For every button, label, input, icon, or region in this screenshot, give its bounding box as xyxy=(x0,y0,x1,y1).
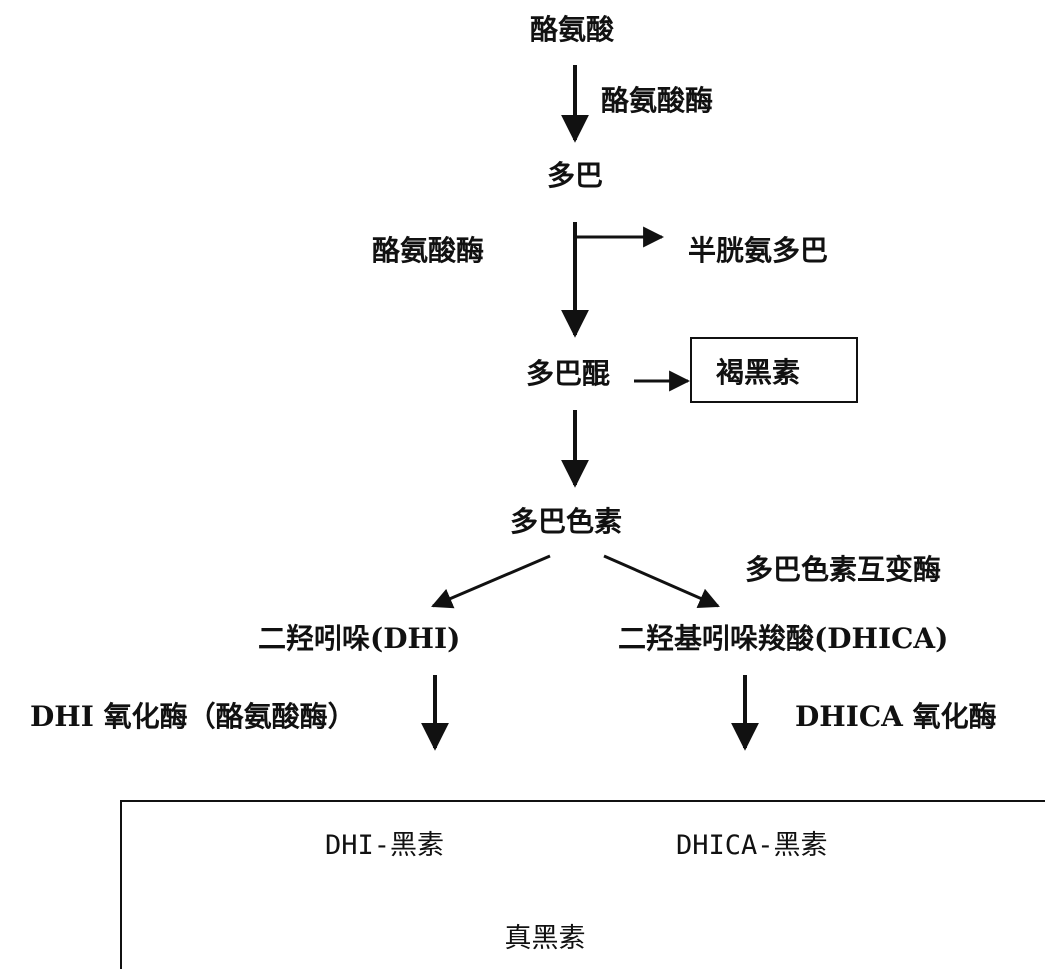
node-dopachrome: 多巴色素 xyxy=(509,505,623,538)
enzyme-dopachrome-tautomerase: 多巴色素互变酶 xyxy=(745,553,942,586)
node-dhica-melanin: DHICA-黑素 xyxy=(676,830,828,861)
arrow-dopachrome-to-dhi xyxy=(431,554,551,609)
node-pheomelanin: 褐黑素 xyxy=(716,356,801,389)
enzyme-tyrosinase-2: 酪氨酸酶 xyxy=(372,234,485,267)
arrow-dopachrome-to-dhica xyxy=(603,554,720,609)
enzyme-dhi-oxidase: DHI 氧化酶（酪氨酸酶） xyxy=(30,700,356,733)
enzyme-tyrosinase-1: 酪氨酸酶 xyxy=(601,84,714,117)
node-dhi-melanin: DHI-黑素 xyxy=(325,830,445,861)
node-tyrosine: 酪氨酸 xyxy=(529,13,615,46)
eumelanin-box xyxy=(120,800,1045,969)
node-dhica: 二羟基吲哚羧酸(DHICA) xyxy=(618,622,949,655)
node-dopaquinone: 多巴醌 xyxy=(525,357,611,390)
node-dhi: 二羟吲哚(DHI) xyxy=(258,622,461,655)
enzyme-dhica-oxidase: DHICA 氧化酶 xyxy=(795,700,997,733)
node-dopa: 多巴 xyxy=(546,159,604,192)
node-cysteinyldopa: 半胱氨多巴 xyxy=(688,234,829,267)
node-eumelanin: 真黑素 xyxy=(504,923,586,954)
pheomelanin-box xyxy=(690,337,858,403)
